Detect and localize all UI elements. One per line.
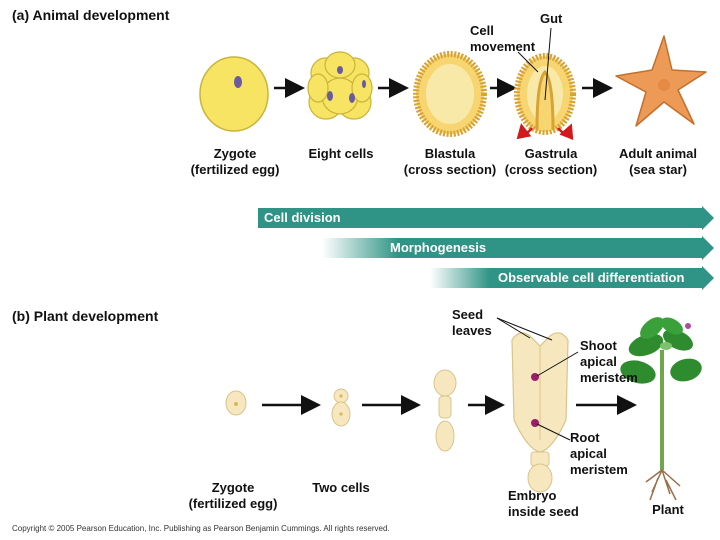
animal-stage-blastula-label: Blastula (cross section) — [403, 146, 497, 177]
cell-movement-callout: Cell movement — [470, 23, 536, 54]
seed-leaves-callout: Seed leaves — [452, 307, 492, 338]
morphogenesis-label: Morphogenesis — [390, 240, 487, 255]
shoot-meristem-dot — [531, 373, 539, 381]
cell-movement-right-arrow — [557, 123, 574, 141]
plant-section-title: (b) Plant development — [12, 308, 159, 324]
animal-stage-gastrula-label: Gastrula (cross section) — [504, 146, 598, 177]
plant-two-cells — [331, 388, 351, 427]
cell-division-label: Cell division — [264, 210, 341, 225]
embryo-inside-seed — [511, 332, 569, 493]
plant-zygote — [225, 390, 247, 416]
animal-stage-adult-label: Adult animal (sea star) — [618, 146, 697, 177]
plant-stage-plant-label: Plant — [652, 502, 684, 517]
copyright-notice: Copyright © 2005 Pearson Education, Inc.… — [12, 524, 390, 533]
differentiation-bar: Observable cell differentiation — [430, 268, 702, 288]
nucleus-icon — [234, 76, 242, 88]
root-meristem-callout: Root apical meristem — [570, 430, 628, 477]
animal-blastula — [413, 51, 487, 137]
gut-callout-line — [544, 27, 552, 101]
animal-eight-cells — [307, 51, 373, 120]
seed-leaves-callout-line-2 — [496, 317, 553, 341]
root-meristem-callout-line — [536, 423, 571, 441]
cell-movement-left-arrow — [516, 123, 533, 140]
sea-star-icon — [615, 35, 707, 127]
animal-stage-eight-cells-label: Eight cells — [308, 146, 374, 161]
animal-zygote-egg — [199, 56, 269, 132]
plant-stage-embryo-label: Embryo inside seed — [508, 488, 579, 519]
cell-division-bar: Cell division — [258, 208, 702, 228]
gut-callout: Gut — [540, 11, 563, 26]
root-meristem-dot — [531, 419, 539, 427]
cell-movement-callout-line — [517, 51, 539, 73]
plant-early-embryo — [433, 369, 457, 452]
differentiation-label: Observable cell differentiation — [498, 270, 685, 285]
animal-stage-zygote-label: Zygote (fertilized egg) — [190, 146, 280, 177]
morphogenesis-bar: Morphogenesis — [322, 238, 702, 258]
shoot-meristem-callout: Shoot apical meristem — [580, 338, 638, 385]
plant-stage-two-cells-label: Two cells — [312, 480, 370, 495]
plant-seedling-icon — [620, 317, 702, 501]
animal-section-title: (a) Animal development — [12, 7, 170, 23]
seed-leaves-callout-line-1 — [496, 317, 531, 339]
shoot-meristem-callout-line — [536, 351, 579, 377]
plant-stage-zygote-label: Zygote (fertilized egg) — [188, 480, 278, 511]
